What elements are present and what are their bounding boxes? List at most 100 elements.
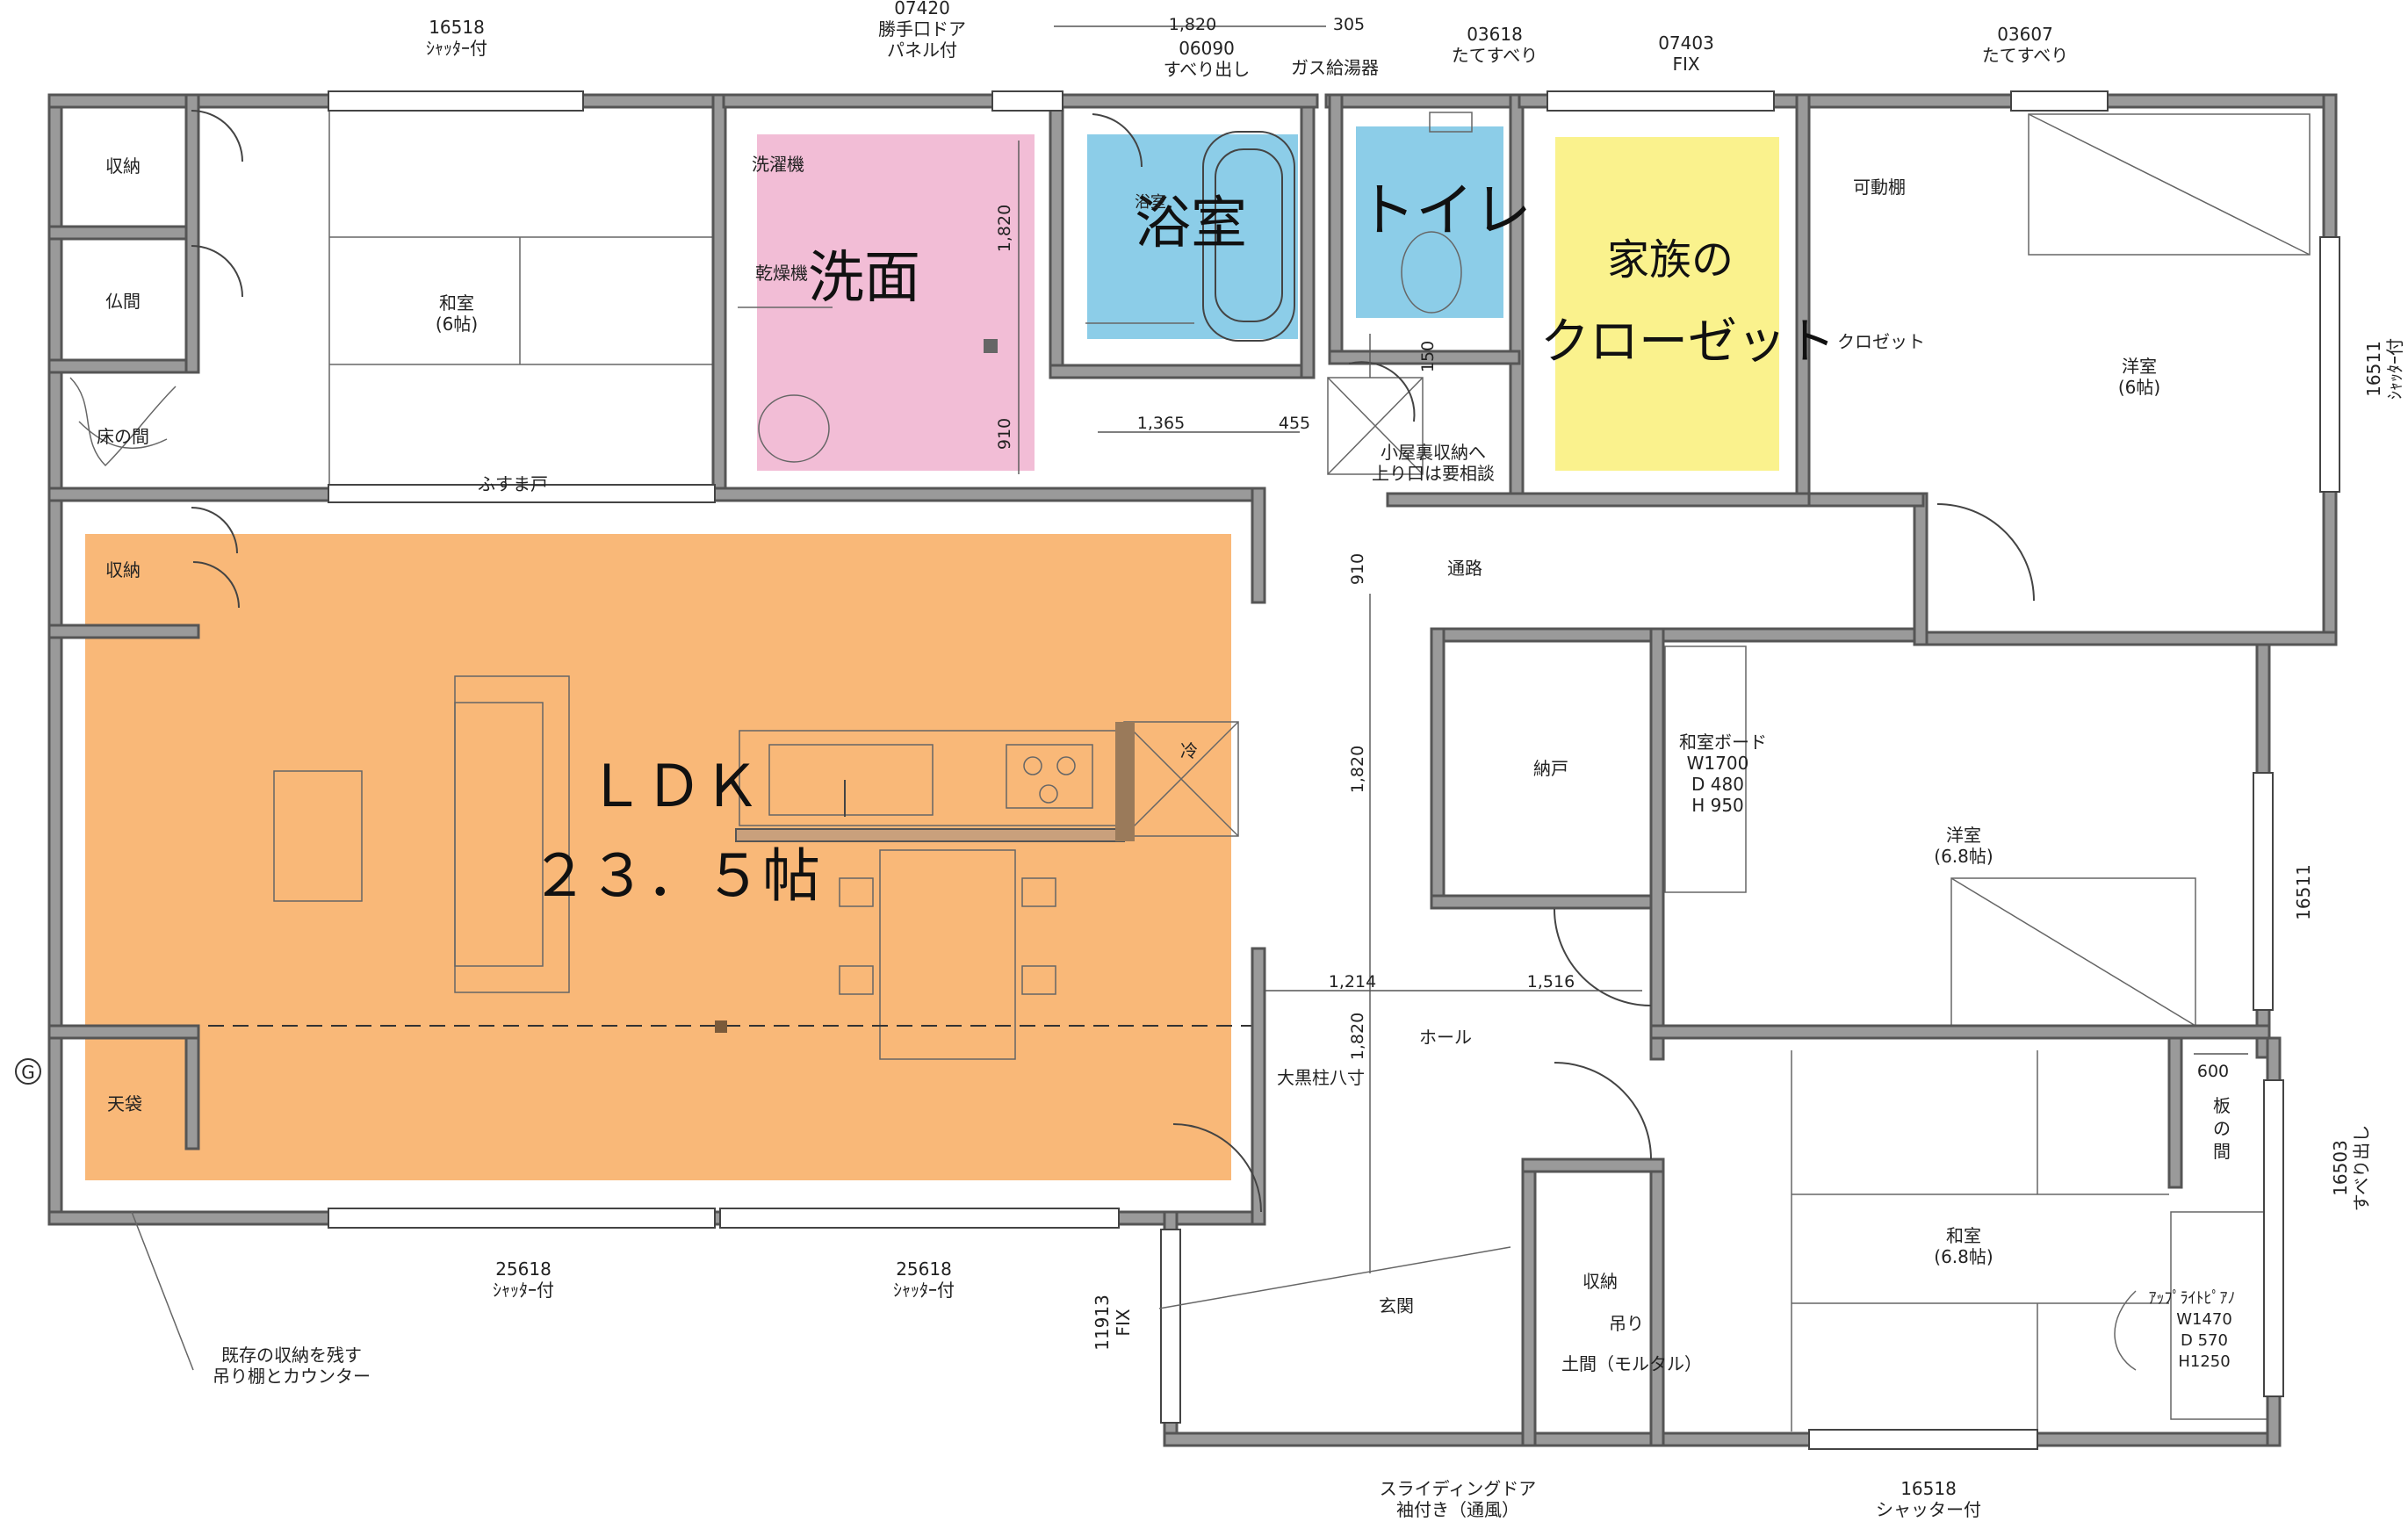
- w06090: 06090: [1179, 38, 1235, 59]
- dim-1516: 1,516: [1527, 972, 1575, 992]
- w16518-bottom: 16518: [1900, 1478, 1957, 1499]
- w07403: 07403: [1658, 32, 1714, 54]
- piano-1: ｱｯﾌﾟﾗｲﾄﾋﾟｱﾉ: [2149, 1289, 2236, 1308]
- koyaura-1: 小屋裏収納へ: [1381, 442, 1486, 463]
- dim-1820-sen: 1,820: [995, 205, 1014, 252]
- dim-910-sen: 910: [995, 418, 1014, 450]
- yoshitsu-ne-size: (6帖): [2118, 377, 2160, 398]
- sentakuki: 洗濯機: [752, 154, 804, 175]
- piano-2: W1470: [2176, 1310, 2232, 1329]
- ldk-highlight: [85, 534, 1231, 1180]
- koyaura-2: 上り口は要相談: [1372, 463, 1495, 484]
- windows: [328, 90, 2340, 1450]
- dim-455: 455: [1279, 414, 1310, 433]
- w16511-mid: 16511: [2293, 864, 2314, 920]
- shuno-ldk: 収納: [105, 559, 141, 581]
- yoshitsu-mid-size: (6.8帖): [1934, 846, 1993, 867]
- washitsu-nw-size: (6帖): [436, 314, 478, 335]
- doors: [191, 110, 2035, 1213]
- sen-label: 洗面: [808, 246, 920, 311]
- butsuma: 仏間: [105, 291, 141, 312]
- dim-1365: 1,365: [1137, 414, 1185, 433]
- w25618-a-sub: ｼｬｯﾀｰ付: [493, 1280, 554, 1301]
- family-closet-label-2: クローゼット: [1540, 314, 1835, 371]
- shuno-1: 収納: [105, 155, 141, 177]
- yoshitsu-ne-name: 洋室: [2122, 356, 2157, 377]
- washitsu-nw-name: 和室: [439, 292, 474, 314]
- closet: クロゼット: [1837, 331, 1925, 352]
- dim-305: 305: [1333, 15, 1365, 34]
- kison-2: 吊り棚とカウンター: [213, 1366, 371, 1387]
- w16503-sub: すべり出し: [2351, 1125, 2372, 1212]
- washitsu-se-name: 和室: [1946, 1225, 1981, 1246]
- dim-1214: 1,214: [1329, 972, 1376, 992]
- dim-1820-top: 1,820: [1169, 15, 1216, 34]
- dimension-lines: [131, 25, 2248, 1371]
- grid-mark: [15, 1058, 41, 1085]
- grid-mark-label: G: [21, 1062, 35, 1083]
- toilet-label: トイレ: [1358, 177, 1532, 244]
- w03607-sub: たてすべり: [1982, 45, 2069, 66]
- family-closet-label-1: 家族の: [1607, 235, 1734, 285]
- w06090-sub: すべり出し: [1164, 59, 1251, 80]
- w11913-sub: FIX: [1113, 1309, 1134, 1336]
- piano-3: D 570: [2181, 1331, 2228, 1350]
- tenbukuro: 天袋: [107, 1093, 142, 1114]
- rei: 冷: [1180, 740, 1198, 761]
- sen-highlight: [757, 134, 1035, 471]
- w16518-top: 16518: [429, 17, 485, 38]
- w07420-sub1: 勝手口ドア: [878, 18, 966, 40]
- kison-1: 既存の収納を残す: [221, 1345, 362, 1366]
- nando: 納戸: [1533, 758, 1568, 779]
- w07420: 07420: [894, 0, 950, 18]
- ldk-size: ２３．５帖: [530, 842, 820, 910]
- yokushitsu-small: 浴室: [1135, 193, 1166, 212]
- turi: 吊り: [1609, 1313, 1644, 1334]
- itanoma-1: 板: [2213, 1095, 2231, 1116]
- genkan: 玄関: [1379, 1295, 1414, 1316]
- w25618-b: 25618: [896, 1258, 952, 1280]
- washitsu-board-2: W1700: [1687, 753, 1749, 774]
- hall: ホール: [1419, 1027, 1472, 1048]
- w03618-sub: たてすべり: [1452, 45, 1539, 66]
- dim-150: 150: [1418, 341, 1438, 372]
- w03618: 03618: [1467, 24, 1523, 45]
- sliding-door-1: スライディングドア: [1380, 1478, 1537, 1499]
- w07420-sub2: パネル付: [887, 40, 957, 61]
- w11913: 11913: [1092, 1294, 1113, 1351]
- washitsu-board-3: D 480: [1691, 774, 1744, 795]
- w25618-b-sub: ｼｬｯﾀｰ付: [893, 1280, 955, 1301]
- w16511-ne-sub: ｼｬｯﾀｰ付: [2384, 338, 2405, 400]
- dim-910-tsuro: 910: [1348, 553, 1367, 585]
- tokonoma: 床の間: [97, 426, 149, 447]
- ldk-title: ＬＤＫ: [587, 753, 761, 820]
- toilet-highlight: [1356, 126, 1503, 318]
- bath-highlight: [1087, 134, 1298, 339]
- w07403-sub: FIX: [1672, 54, 1699, 75]
- w25618-a: 25618: [495, 1258, 552, 1280]
- washitsu-board-1: 和室ボード: [1679, 732, 1767, 753]
- dim-1820-hall: 1,820: [1348, 1013, 1367, 1060]
- kansoki: 乾燥機: [755, 263, 808, 284]
- dimension-labels: 1,820 305 1,820 910 1,365 455 150 910 1,…: [995, 15, 2229, 1081]
- sliding-door-2: 袖付き（通風）: [1396, 1499, 1519, 1520]
- yoshitsu-mid-name: 洋室: [1946, 825, 1981, 846]
- piano-4: H1250: [2178, 1352, 2230, 1371]
- w16511-ne: 16511: [2363, 341, 2384, 397]
- shuno-genkan: 収納: [1583, 1271, 1618, 1292]
- dim-600: 600: [2197, 1062, 2229, 1081]
- w16503: 16503: [2330, 1140, 2351, 1196]
- gas: ガス給湯器: [1291, 57, 1379, 78]
- washitsu-board-4: H 950: [1691, 795, 1744, 816]
- w16518-bottom-sub: シャッター付: [1876, 1499, 1981, 1520]
- itanoma-2: の: [2213, 1118, 2231, 1139]
- room-labels: 和室 (6帖) 収納 仏間 床の間 収納 天袋 洗濯機 乾燥機 浴室 可動棚 ク…: [97, 57, 2236, 1387]
- tsuro: 通路: [1447, 558, 1482, 579]
- fusuma: ふすま戸: [478, 473, 548, 494]
- itanoma-3: 間: [2213, 1141, 2231, 1162]
- washitsu-se-size: (6.8帖): [1934, 1246, 1993, 1267]
- window-labels: 16518 ｼｬｯﾀｰ付 07420 勝手口ドア パネル付 06090 すべり出…: [426, 0, 2405, 1520]
- family-closet-highlight: [1555, 137, 1779, 471]
- dim-1820-nando: 1,820: [1348, 746, 1367, 793]
